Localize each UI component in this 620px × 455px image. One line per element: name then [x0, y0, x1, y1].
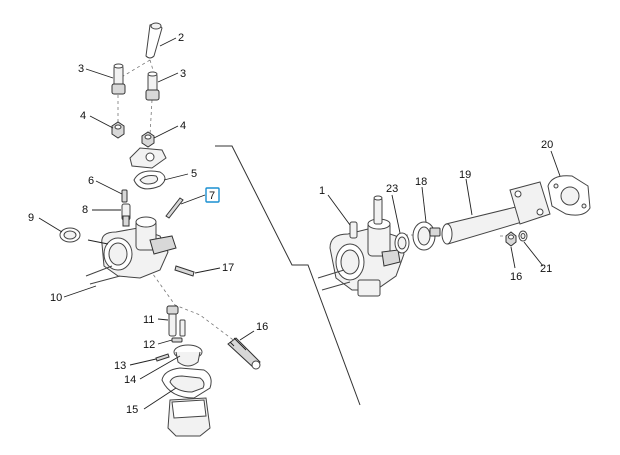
part-carburetor-assembly[interactable]: [317, 195, 405, 297]
callout-6[interactable]: 6: [88, 175, 94, 187]
part-nut-left[interactable]: [111, 121, 125, 139]
callout-20[interactable]: 20: [541, 139, 553, 151]
callout-11[interactable]: 11: [143, 314, 154, 326]
part-clip-14[interactable]: [173, 344, 203, 367]
callout-8[interactable]: 8: [82, 204, 88, 216]
callout-17[interactable]: 17: [222, 262, 234, 274]
part-screw-8[interactable]: [121, 203, 131, 227]
part-washer-21[interactable]: [518, 230, 528, 242]
callout-16-left[interactable]: 16: [256, 321, 268, 333]
part-pin-13[interactable]: [155, 353, 170, 362]
part-screw-spring-16[interactable]: [227, 337, 261, 370]
callout-21[interactable]: 21: [540, 263, 552, 275]
callout-3-right[interactable]: 3: [180, 68, 186, 80]
part-rod-17[interactable]: [174, 265, 195, 277]
leader-lines: [38, 37, 561, 410]
callout-16-right[interactable]: 16: [510, 271, 522, 283]
callout-7[interactable]: 7: [209, 190, 215, 202]
part-clamp-18[interactable]: [412, 221, 441, 251]
part-pin-12[interactable]: [171, 337, 183, 343]
callout-18[interactable]: 18: [415, 176, 427, 188]
part-fitting-right[interactable]: [145, 71, 160, 101]
part-oring-23[interactable]: [394, 232, 410, 254]
callout-4-left[interactable]: 4: [80, 110, 86, 122]
callout-7-highlight-box: [205, 187, 220, 203]
callout-5[interactable]: 5: [191, 168, 197, 180]
callout-19[interactable]: 19: [459, 169, 471, 181]
part-carburetor-body-left[interactable]: [85, 216, 177, 285]
callout-10[interactable]: 10: [50, 292, 62, 304]
callout-1[interactable]: 1: [319, 185, 325, 197]
part-nut-right[interactable]: [141, 131, 155, 148]
part-pin-6[interactable]: [121, 189, 128, 203]
callout-3-left[interactable]: 3: [78, 63, 84, 75]
callout-13[interactable]: 13: [114, 360, 126, 372]
assembly-axis-lower: [149, 269, 241, 346]
callout-2[interactable]: 2: [178, 32, 184, 44]
part-flange-plate[interactable]: [129, 147, 167, 169]
callout-4-right[interactable]: 4: [180, 120, 186, 132]
part-fuel-hose[interactable]: [145, 22, 163, 59]
part-fitting-left[interactable]: [111, 63, 126, 95]
callout-23[interactable]: 23: [386, 183, 398, 195]
callout-9[interactable]: 9: [28, 212, 34, 224]
callout-14[interactable]: 14: [124, 374, 136, 386]
part-plug-9[interactable]: [59, 227, 81, 243]
part-gasket-20[interactable]: [547, 175, 591, 216]
part-screw-11[interactable]: [166, 305, 186, 337]
part-nut-16-right[interactable]: [505, 231, 517, 247]
view-divider-line: [215, 145, 361, 406]
part-intake-manifold-19[interactable]: [441, 181, 551, 245]
callout-12[interactable]: 12: [143, 339, 155, 351]
callout-labels: 1 2 3 3 4 4 5 6 7 8 9 10 11 12 13 14 15 …: [28, 32, 553, 416]
part-gasket-5[interactable]: [133, 170, 166, 190]
callout-15[interactable]: 15: [126, 404, 138, 416]
part-rod-7[interactable]: [165, 197, 184, 219]
part-float-bowl-15[interactable]: [161, 367, 212, 437]
